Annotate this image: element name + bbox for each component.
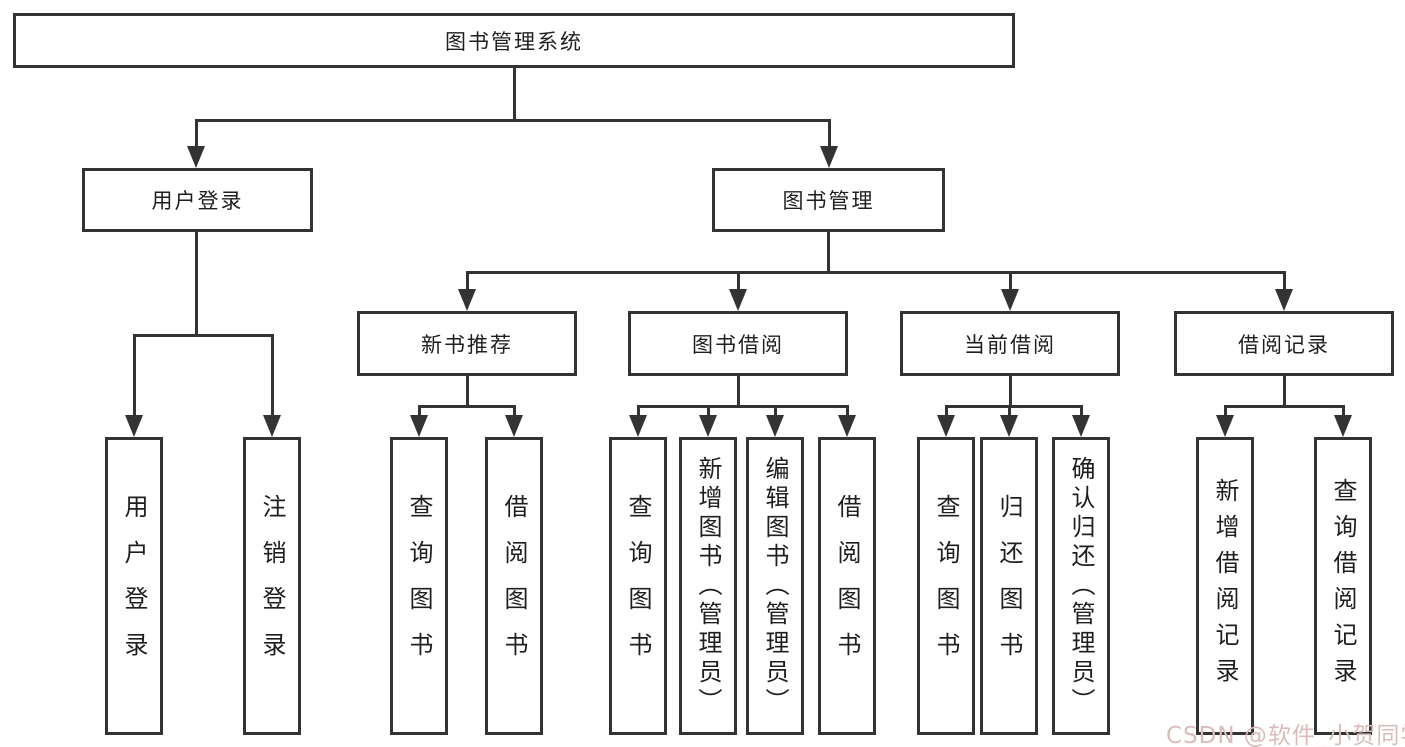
- leaf-borrow-books-borrow: 借阅图书: [818, 437, 876, 735]
- connector-line: [944, 405, 948, 417]
- connector-line: [773, 405, 777, 417]
- leaf-add-borrow-record: 新增借阅记录: [1196, 437, 1254, 735]
- arrow-down-icon: [1072, 415, 1090, 437]
- connector-line: [512, 405, 516, 417]
- node-library-management-system: 图书管理系统: [13, 13, 1015, 68]
- leaf-label: 注销登录: [258, 494, 286, 678]
- leaf-label: 借阅图书: [833, 494, 861, 678]
- leaf-confirm-return-admin: 确认归还（管理员）: [1052, 437, 1110, 735]
- leaf-query-books-newbook: 查询图书: [390, 437, 448, 735]
- connector-line: [194, 119, 198, 148]
- leaf-label: 查询图书: [624, 494, 652, 678]
- node-label: 借阅记录: [1238, 332, 1330, 357]
- arrow-down-icon: [505, 415, 523, 437]
- leaf-label: 归还图书: [995, 494, 1023, 678]
- connector-line: [1341, 405, 1345, 417]
- arrow-down-icon: [1334, 415, 1352, 437]
- arrow-down-icon: [125, 415, 143, 437]
- arrow-down-icon: [729, 289, 747, 311]
- leaf-label: 新增图书（管理员）: [694, 455, 722, 717]
- leaf-label: 查询图书: [405, 494, 433, 678]
- leaf-query-books-current: 查询图书: [917, 437, 975, 735]
- connector-line: [706, 405, 710, 417]
- node-current-borrow: 当前借阅: [900, 311, 1120, 376]
- leaf-return-book: 归还图书: [980, 437, 1038, 735]
- leaf-edit-book-admin: 编辑图书（管理员）: [746, 437, 804, 735]
- connector-line: [194, 229, 198, 336]
- arrow-down-icon: [629, 415, 647, 437]
- connector-line: [132, 334, 136, 416]
- connector-line: [1007, 405, 1011, 417]
- connector-line: [1008, 271, 1012, 290]
- connector-line: [736, 370, 740, 407]
- connector-line: [1008, 370, 1012, 407]
- node-user-login: 用户登录: [82, 168, 313, 232]
- arrow-down-icon: [410, 415, 428, 437]
- node-label: 图书借阅: [692, 332, 784, 357]
- connector-line: [194, 118, 831, 122]
- arrow-down-icon: [187, 146, 205, 168]
- leaf-user-login: 用户登录: [105, 437, 163, 735]
- node-label: 图书管理系统: [445, 29, 583, 54]
- connector-line: [1223, 405, 1227, 417]
- node-label: 用户登录: [151, 189, 244, 213]
- leaf-logout: 注销登录: [243, 437, 301, 735]
- connector-line: [1282, 271, 1286, 290]
- connector-line: [465, 270, 1286, 274]
- node-new-book-recommend: 新书推荐: [357, 311, 577, 376]
- connector-line: [417, 405, 421, 417]
- arrow-down-icon: [1275, 289, 1293, 311]
- leaf-label: 确认归还（管理员）: [1067, 455, 1095, 717]
- connector-line: [826, 229, 830, 273]
- watermark: CSDN @软件_小贺同学: [1166, 723, 1405, 747]
- connector-line: [270, 334, 274, 416]
- leaf-label: 用户登录: [120, 494, 148, 678]
- leaf-label: 查询图书: [932, 494, 960, 678]
- connector-line: [636, 405, 640, 417]
- connector-line: [1079, 405, 1083, 417]
- connector-line: [1223, 404, 1345, 408]
- node-book-management: 图书管理: [712, 168, 945, 232]
- arrow-down-icon: [1001, 289, 1019, 311]
- leaf-label: 查询借阅记录: [1329, 478, 1357, 694]
- arrow-down-icon: [838, 415, 856, 437]
- leaf-label: 新增借阅记录: [1211, 478, 1239, 694]
- connector-line: [132, 333, 274, 337]
- connector-line: [512, 68, 516, 121]
- node-book-borrow: 图书借阅: [628, 311, 848, 376]
- leaf-borrow-books-newbook: 借阅图书: [485, 437, 543, 735]
- arrow-down-icon: [1000, 415, 1018, 437]
- node-label: 当前借阅: [964, 332, 1056, 357]
- leaf-query-borrow-record: 查询借阅记录: [1314, 437, 1372, 735]
- arrow-down-icon: [937, 415, 955, 437]
- connector-line: [417, 404, 516, 408]
- node-borrow-records: 借阅记录: [1174, 311, 1394, 376]
- leaf-label: 借阅图书: [500, 494, 528, 678]
- leaf-query-books-borrow: 查询图书: [609, 437, 667, 735]
- arrow-down-icon: [1216, 415, 1234, 437]
- connector-line: [636, 404, 849, 408]
- arrow-down-icon: [766, 415, 784, 437]
- arrow-down-icon: [263, 415, 281, 437]
- connector-line: [845, 405, 849, 417]
- arrow-down-icon: [458, 289, 476, 311]
- connector-line: [465, 370, 469, 407]
- node-label: 图书管理: [782, 189, 875, 213]
- leaf-add-book-admin: 新增图书（管理员）: [679, 437, 737, 735]
- arrow-down-icon: [820, 146, 838, 168]
- leaf-label: 编辑图书（管理员）: [761, 455, 789, 717]
- connector-line: [827, 119, 831, 148]
- connector-line: [736, 271, 740, 290]
- connector-line: [465, 271, 469, 290]
- connector-line: [944, 404, 1083, 408]
- connector-line: [1282, 370, 1286, 407]
- node-label: 新书推荐: [421, 332, 513, 357]
- arrow-down-icon: [699, 415, 717, 437]
